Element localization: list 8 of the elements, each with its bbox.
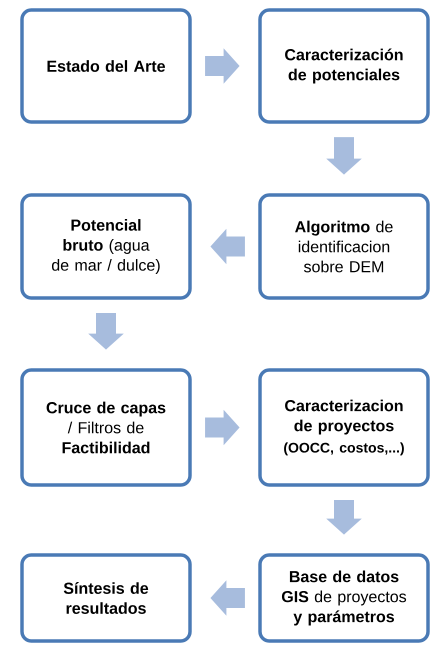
process-box: Potencial bruto (agua de mar / dulce): [20, 193, 192, 300]
process-box: Estado del Arte: [20, 8, 192, 124]
process-box: Caracterización de potenciales: [258, 8, 430, 124]
process-box: Base de datos GIS de proyectos y parámetros: [258, 553, 430, 643]
process-box: Síntesis de resultados: [20, 553, 192, 643]
process-box: Cruce de capas / Filtros de Factibilidad: [20, 368, 192, 487]
process-box: Caracterizacion de proyectos (OOCC, costos,...): [258, 368, 430, 487]
process-box: Algoritmo de identificacion sobre DEM: [258, 193, 430, 300]
